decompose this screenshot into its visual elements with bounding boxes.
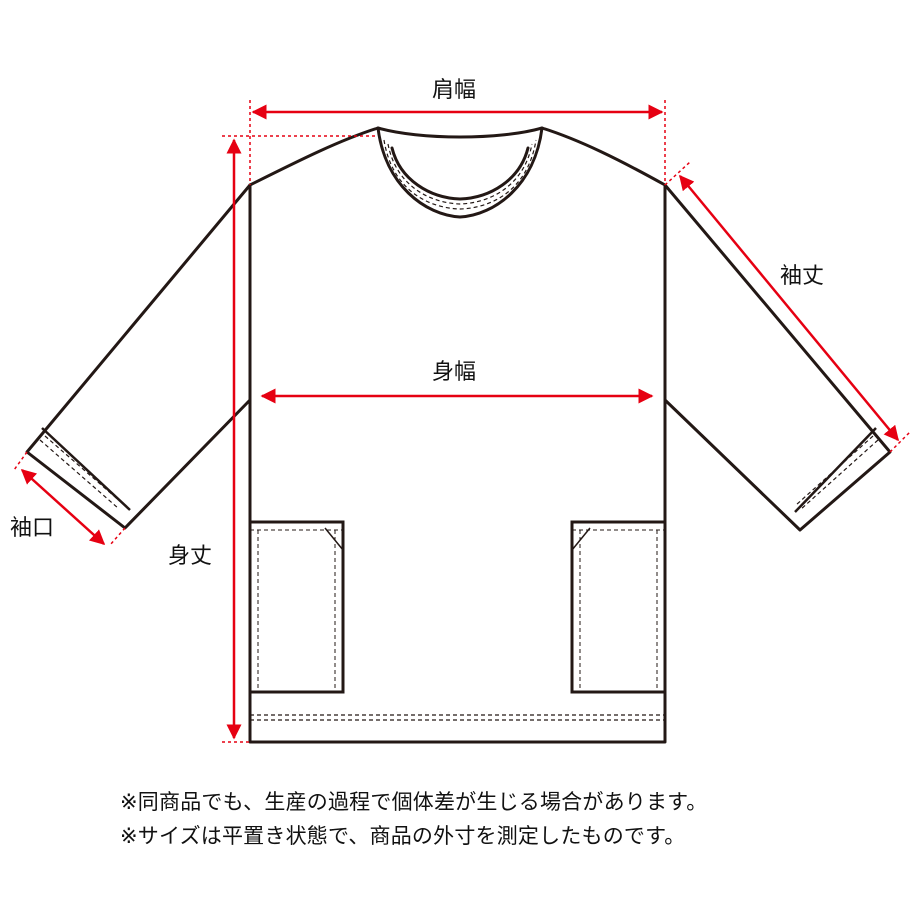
measure-arrows bbox=[20, 104, 899, 740]
neckline bbox=[376, 126, 544, 219]
garment-size-diagram bbox=[13, 100, 911, 744]
arrow-sleeve-length bbox=[679, 174, 899, 442]
shirt-body bbox=[25, 126, 892, 744]
note-measurement-method: ※サイズは平置き状態で、商品の外寸を測定したものです。 bbox=[120, 824, 686, 848]
arrow-cuff bbox=[20, 468, 106, 546]
measure-guides bbox=[13, 100, 911, 743]
pocket-right bbox=[570, 520, 667, 694]
label-cuff: 袖口 bbox=[10, 516, 55, 541]
note-individual-difference: ※同商品でも、生産の過程で個体差が生じる場合があります。 bbox=[120, 790, 708, 814]
label-sleeve-length: 袖丈 bbox=[780, 264, 825, 289]
neckline-inner bbox=[390, 146, 530, 201]
label-body-length: 身丈 bbox=[168, 544, 213, 569]
garment-outline bbox=[25, 126, 892, 744]
label-body-width: 身幅 bbox=[432, 360, 477, 385]
label-shoulder-width: 肩幅 bbox=[432, 78, 477, 103]
pocket-left bbox=[248, 520, 345, 694]
